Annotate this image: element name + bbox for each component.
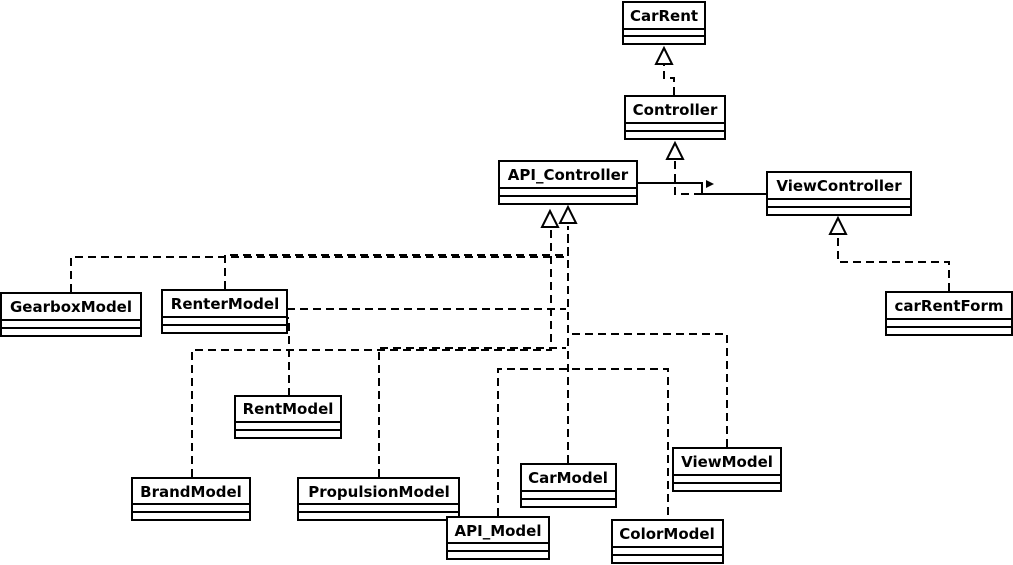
class-propulsion-model: PropulsionModel [297, 477, 460, 521]
class-name: RenterModel [171, 295, 279, 313]
hollow-arrowhead-carrent [654, 45, 674, 65]
class-name: carRentForm [895, 297, 1004, 315]
class-name: GearboxModel [10, 298, 132, 316]
relation-apimodel-apicontroller [497, 368, 669, 519]
class-api-controller: API_Controller [498, 160, 638, 205]
relation-viewcontroller-controller [674, 159, 702, 195]
class-name: CarRent [630, 7, 698, 25]
relation-apicontroller-viewcontroller [637, 182, 767, 195]
relation-rentermodel-apicontroller [224, 254, 566, 289]
class-gearbox-model: GearboxModel [0, 292, 142, 337]
class-name: RentModel [243, 400, 334, 418]
class-controller: Controller [624, 95, 726, 140]
class-brand-model: BrandModel [131, 477, 251, 521]
relation-carrentform-viewcontroller [837, 234, 950, 291]
hollow-arrowhead-controller [665, 140, 685, 160]
relation-rentmodel-rentermodel [288, 317, 290, 396]
class-car-model: CarModel [520, 463, 617, 508]
class-name: ColorModel [619, 525, 714, 543]
relation-propulsionmodel-apicontroller [378, 347, 566, 477]
class-name: CarModel [528, 469, 608, 487]
relation-gearboxmodel-apicontroller [70, 226, 569, 292]
relation-controller-carrent [663, 64, 675, 95]
class-view-model: ViewModel [672, 447, 782, 492]
class-carrent: CarRent [622, 1, 706, 45]
hollow-arrowhead-apicontroller-right [558, 204, 578, 224]
relation-viewmodel-apicontroller [568, 333, 728, 447]
class-name: API_Model [455, 522, 542, 540]
class-view-controller: ViewController [766, 171, 912, 216]
class-rent-model: RentModel [234, 395, 342, 439]
hollow-arrowhead-apicontroller-left [540, 208, 560, 228]
class-name: ViewController [776, 177, 902, 195]
class-name: PropulsionModel [308, 483, 450, 501]
class-color-model: ColorModel [611, 519, 724, 564]
class-renter-model: RenterModel [161, 289, 288, 334]
class-name: Controller [633, 101, 718, 119]
relation-brandmodel-apicontroller [191, 227, 552, 477]
filled-arrowhead-association [706, 180, 714, 188]
hollow-arrowhead-viewcontroller [828, 215, 848, 235]
class-name: API_Controller [508, 166, 629, 184]
class-api-model: API_Model [446, 516, 550, 560]
class-name: ViewModel [681, 453, 773, 471]
class-car-rent-form: carRentForm [885, 291, 1013, 336]
class-name: BrandModel [140, 483, 242, 501]
